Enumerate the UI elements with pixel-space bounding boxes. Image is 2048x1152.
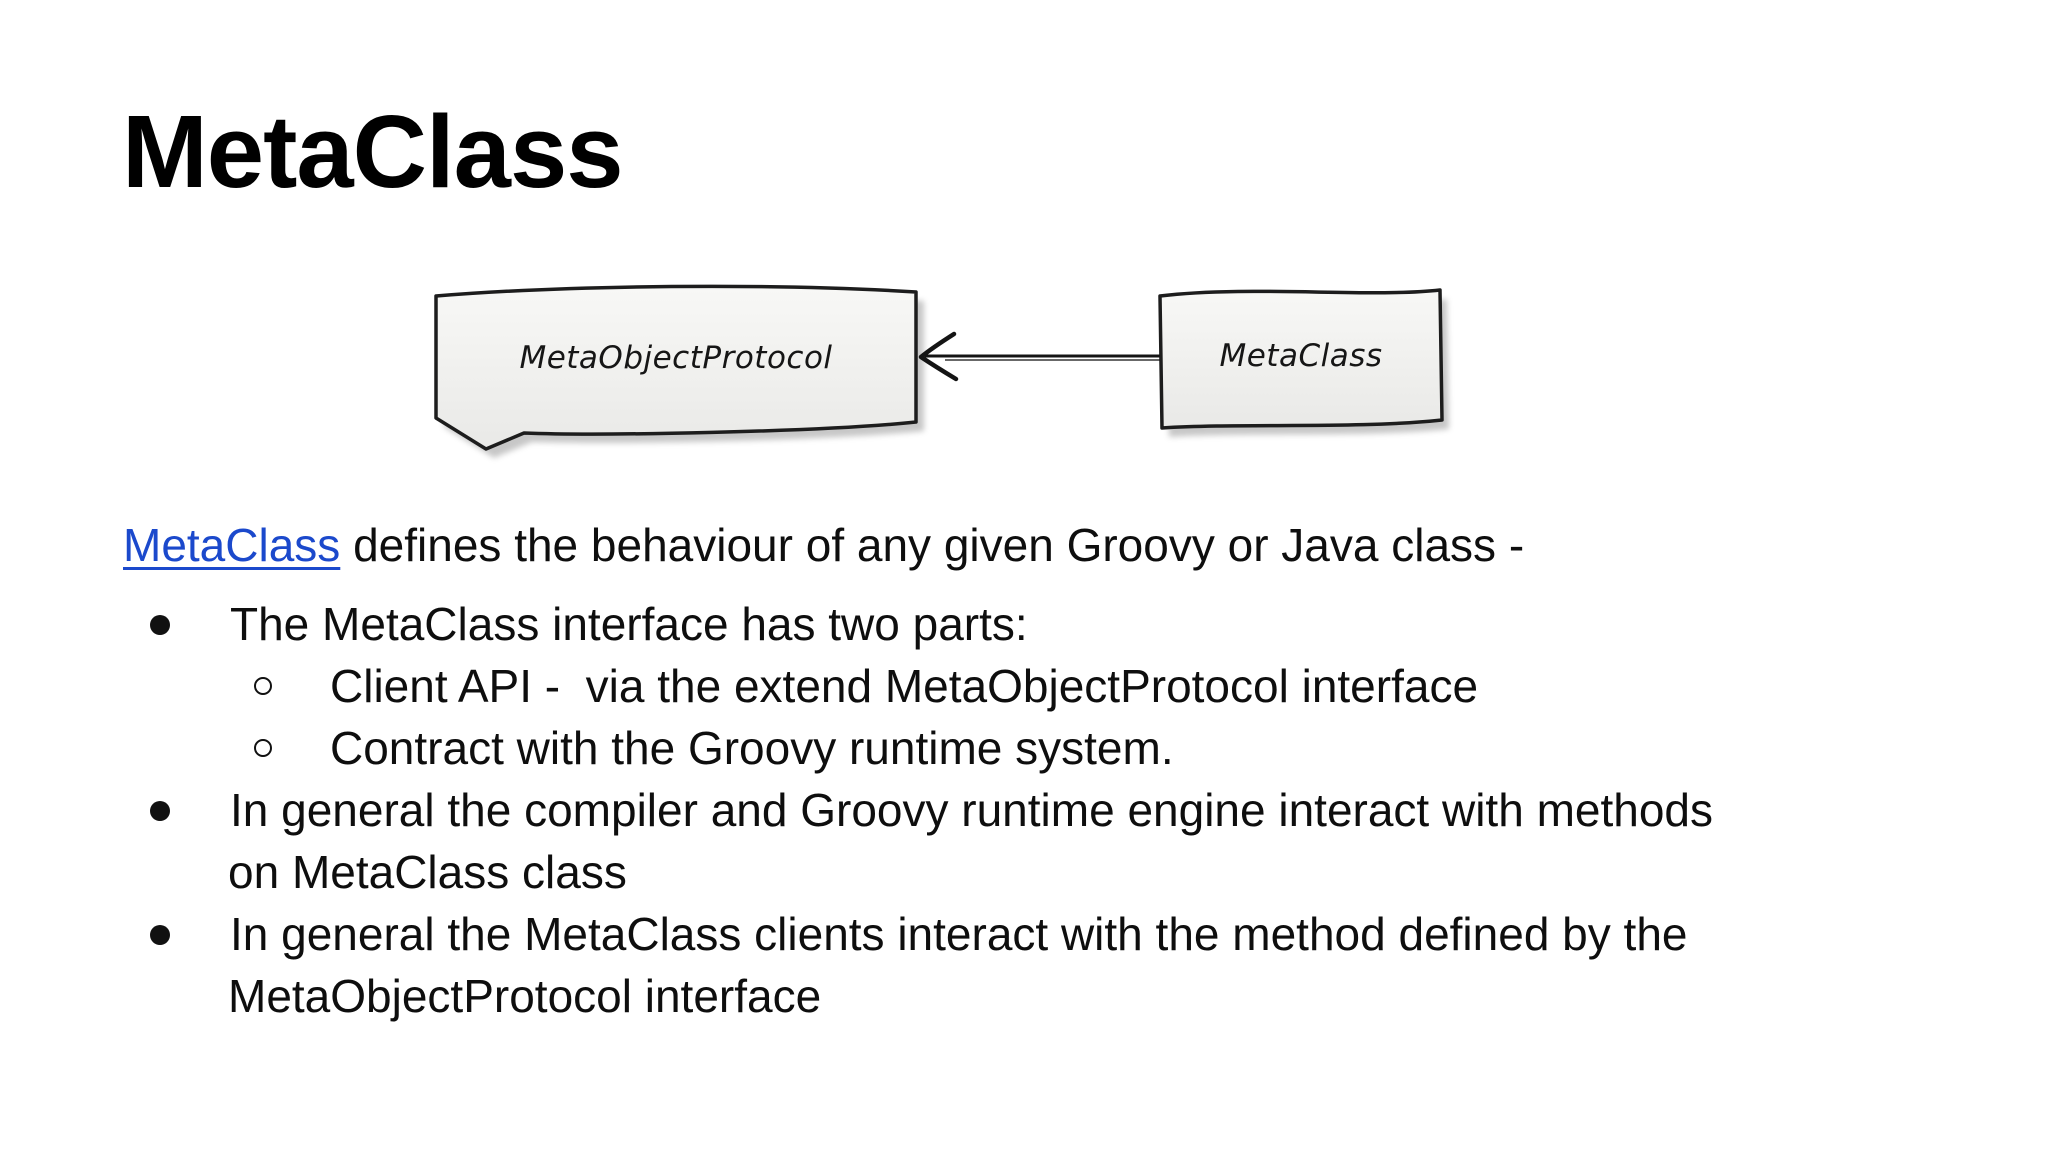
bullet-dot-icon bbox=[150, 801, 170, 821]
metaobjectprotocol-label: MetaObjectProtocol bbox=[519, 340, 832, 376]
class-diagram: MetaObjectProtocol MetaClass bbox=[420, 272, 1480, 472]
bullet-item-continuation: MetaObjectProtocol interface bbox=[0, 965, 2048, 1027]
bullet-text: Contract with the Groovy runtime system. bbox=[330, 722, 1174, 774]
bullet-dot-icon bbox=[150, 925, 170, 945]
bullet-text: In general the compiler and Groovy runti… bbox=[230, 784, 1714, 836]
bullet-circle-icon bbox=[254, 677, 272, 695]
bullet-text: The MetaClass interface has two parts: bbox=[230, 598, 1028, 650]
bullet-item-continuation: on MetaClass class bbox=[0, 841, 2048, 903]
bullet-text: on MetaClass class bbox=[228, 846, 627, 898]
bullet-text: MetaObjectProtocol interface bbox=[228, 970, 822, 1022]
metaclass-label: MetaClass bbox=[1219, 338, 1382, 374]
arrowhead-icon bbox=[918, 331, 959, 382]
intro-text: defines the behaviour of any given Groov… bbox=[340, 519, 1525, 571]
bullet-circle-icon bbox=[254, 739, 272, 757]
bullet-item: The MetaClass interface has two parts: bbox=[0, 593, 2048, 655]
intro-paragraph: MetaClass defines the behaviour of any g… bbox=[123, 514, 1524, 576]
metaclass-box bbox=[1158, 288, 1444, 430]
bullet-text: In general the MetaClass clients interac… bbox=[230, 908, 1688, 960]
bullet-item: In general the MetaClass clients interac… bbox=[0, 903, 2048, 965]
bullet-list: The MetaClass interface has two parts: C… bbox=[0, 593, 2048, 1027]
bullet-dot-icon bbox=[150, 615, 170, 635]
metaobjectprotocol-box bbox=[434, 284, 918, 451]
page-title: MetaClass bbox=[122, 94, 624, 209]
metaclass-link[interactable]: MetaClass bbox=[123, 519, 341, 571]
sub-bullet-item: Client API - via the extend MetaObjectPr… bbox=[0, 655, 2048, 717]
diagram-canvas: MetaObjectProtocol MetaClass bbox=[434, 284, 1449, 458]
bullet-text: Client API - via the extend MetaObjectPr… bbox=[330, 660, 1479, 712]
bullet-item: In general the compiler and Groovy runti… bbox=[0, 779, 2048, 841]
sub-bullet-item: Contract with the Groovy runtime system. bbox=[0, 717, 2048, 779]
